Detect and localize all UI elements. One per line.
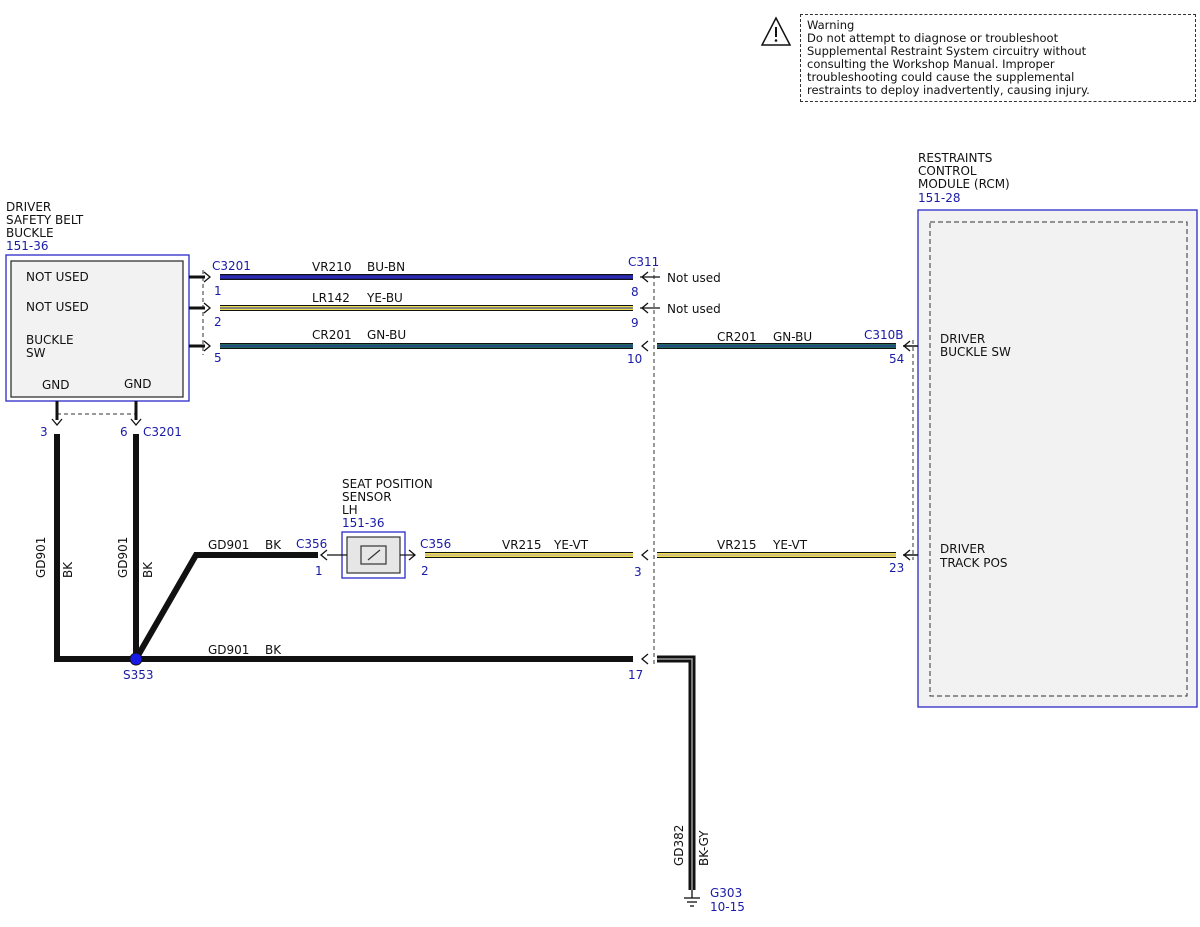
pin-number: 3 bbox=[40, 425, 48, 439]
rcm-title: MODULE (RCM) bbox=[918, 177, 1010, 191]
pin-number: 23 bbox=[889, 561, 904, 575]
wire-circuit-label: VR215 bbox=[502, 538, 541, 552]
warning-line: troubleshooting could cause the suppleme… bbox=[807, 70, 1075, 84]
sensor-element bbox=[360, 545, 387, 565]
buckle-body bbox=[10, 260, 184, 398]
sensor-element bbox=[367, 549, 381, 561]
buckle-outline bbox=[5, 254, 190, 402]
pin-number: 1 bbox=[214, 284, 222, 298]
wire-color-label: YE-BU bbox=[366, 291, 403, 305]
rcm-title: RESTRAINTS bbox=[918, 151, 992, 165]
rcm-component: RESTRAINTS CONTROL MODULE (RCM) 151-28 D… bbox=[917, 151, 1198, 708]
rcm-pin-label: DRIVER bbox=[940, 542, 985, 556]
ground-ref[interactable]: 10-15 bbox=[710, 900, 745, 914]
warning-line: Do not attempt to diagnose or troublesho… bbox=[807, 31, 1059, 45]
wire-circuit-label: CR201 bbox=[717, 330, 757, 344]
not-used-label: Not used bbox=[667, 271, 721, 285]
wire-circuit-label: VR210 bbox=[312, 260, 351, 274]
rcm-outline bbox=[917, 209, 1198, 708]
rcm-inner-dashed bbox=[929, 221, 1188, 697]
buckle-component: DRIVER SAFETY BELT BUCKLE 151-36 NOT USE… bbox=[5, 200, 190, 402]
buckle-pin-label: BUCKLE bbox=[26, 333, 74, 347]
wire-color-label: BK-GY bbox=[697, 830, 711, 866]
sensor-ref[interactable]: 151-36 bbox=[342, 516, 385, 530]
wire-color-label: GN-BU bbox=[773, 330, 812, 344]
sensor-title: SENSOR bbox=[342, 490, 392, 504]
wire-circuit-label: GD901 bbox=[208, 643, 249, 657]
warning-line: restraints to deploy inadvertently, caus… bbox=[807, 83, 1090, 97]
not-used-label: Not used bbox=[667, 302, 721, 316]
rcm-pin-label: TRACK POS bbox=[939, 556, 1008, 570]
splice-s353[interactable] bbox=[129, 652, 143, 666]
buckle-title: DRIVER bbox=[6, 200, 51, 214]
wire-circuit-label: GD901 bbox=[34, 537, 48, 578]
pin-number: 2 bbox=[421, 564, 429, 578]
splice-label[interactable]: S353 bbox=[123, 668, 154, 682]
connector-label[interactable]: C311 bbox=[628, 255, 659, 269]
rcm-ref[interactable]: 151-28 bbox=[918, 191, 961, 205]
warning-note: Warning Do not attempt to diagnose or tr… bbox=[800, 14, 1196, 102]
pin-number: 3 bbox=[634, 565, 642, 579]
pin-number: 10 bbox=[627, 352, 642, 366]
wire-color-label: BK bbox=[141, 561, 155, 578]
wire-circuit-label: GD901 bbox=[116, 537, 130, 578]
pin-number: 8 bbox=[631, 285, 639, 299]
pin-number: 1 bbox=[315, 564, 323, 578]
pin-number: 6 bbox=[120, 425, 128, 439]
wire-color-label: YE-VT bbox=[772, 538, 808, 552]
wire-gd382[interactable] bbox=[657, 655, 696, 890]
rcm-title: CONTROL bbox=[918, 164, 977, 178]
connector-label[interactable]: C356 bbox=[296, 537, 327, 551]
seat-sensor-component: SEAT POSITION SENSOR LH 151-36 bbox=[327, 477, 433, 579]
wire-color-label: YE-VT bbox=[553, 538, 589, 552]
pin-number: 54 bbox=[889, 352, 904, 366]
wire-gd901-sensor[interactable] bbox=[133, 552, 318, 661]
buckle-title: SAFETY BELT bbox=[6, 213, 84, 227]
wire-color-label: GN-BU bbox=[367, 328, 406, 342]
ground-label[interactable]: G303 bbox=[710, 886, 742, 900]
buckle-pin-label: NOT USED bbox=[26, 270, 89, 284]
wire-color-label: BU-BN bbox=[367, 260, 405, 274]
buckle-gnd-label: GND bbox=[124, 377, 152, 391]
wire-color-label: BK bbox=[265, 643, 282, 657]
rcm-pin-label: DRIVER bbox=[940, 332, 985, 346]
ground-symbol-icon bbox=[684, 890, 700, 907]
pin-number: 9 bbox=[631, 316, 639, 330]
pin-number: 17 bbox=[628, 668, 643, 682]
sensor-title: SEAT POSITION bbox=[342, 477, 433, 491]
buckle-gnd-label: GND bbox=[42, 378, 70, 392]
warning-line: Warning bbox=[807, 18, 855, 32]
wire-color-label: BK bbox=[265, 538, 282, 552]
wire-circuit-label: CR201 bbox=[312, 328, 352, 342]
connector-label[interactable]: C3201 bbox=[212, 259, 251, 273]
wire-color-label: BK bbox=[61, 561, 75, 578]
connector-arrows bbox=[51, 271, 911, 665]
rcm-pin-label: BUCKLE SW bbox=[940, 345, 1011, 359]
buckle-pin-label: NOT USED bbox=[26, 300, 89, 314]
buckle-title: BUCKLE bbox=[6, 226, 54, 240]
connector-label[interactable]: C3201 bbox=[143, 425, 182, 439]
connector-label[interactable]: C310B bbox=[864, 328, 904, 342]
pin-number: 5 bbox=[214, 351, 222, 365]
sensor-title: LH bbox=[342, 503, 358, 517]
pin-number: 2 bbox=[214, 315, 222, 329]
warning-icon bbox=[760, 16, 792, 46]
warning-line: Supplemental Restraint System circuitry … bbox=[807, 44, 1087, 58]
wire-circuit-label: VR215 bbox=[717, 538, 756, 552]
warning-line: consulting the Workshop Manual. Improper bbox=[807, 57, 1055, 71]
buckle-ref[interactable]: 151-36 bbox=[6, 239, 49, 253]
connector-label[interactable]: C356 bbox=[420, 537, 451, 551]
wire-circuit-label: GD901 bbox=[208, 538, 249, 552]
wire-circuit-label: LR142 bbox=[312, 291, 350, 305]
wire-circuit-label: GD382 bbox=[672, 825, 686, 866]
buckle-pin-label: SW bbox=[26, 346, 46, 360]
